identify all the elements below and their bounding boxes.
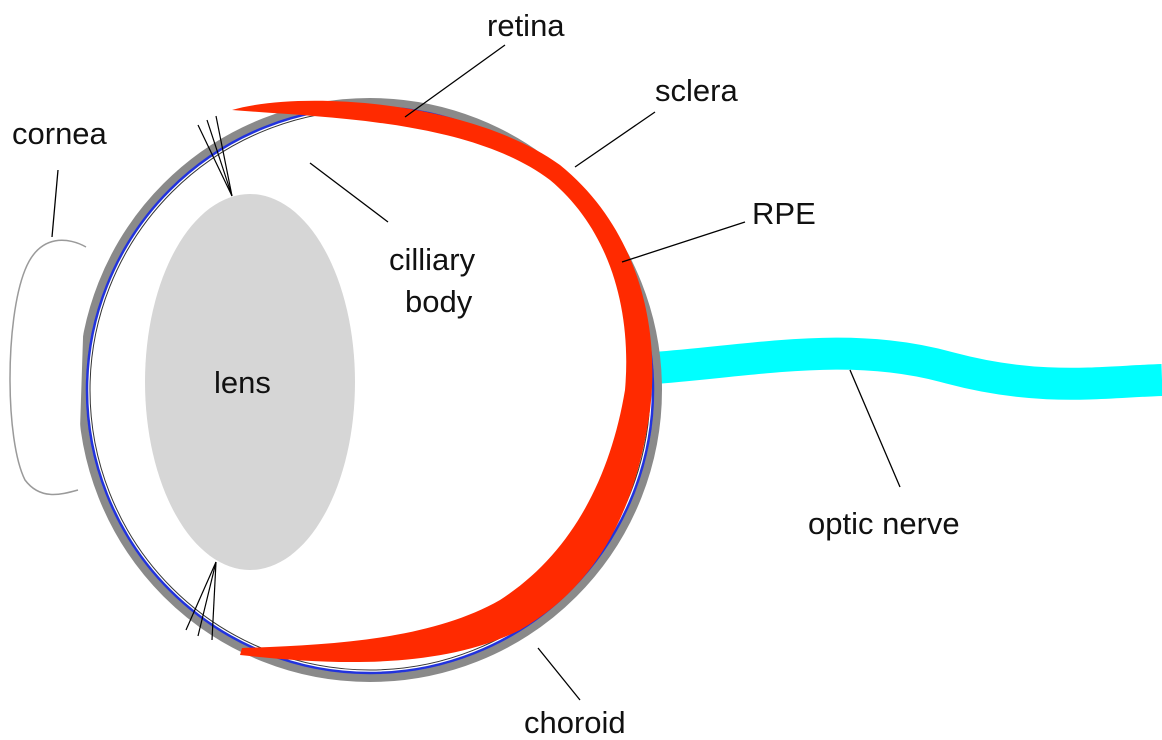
sclera-label: sclera xyxy=(655,73,738,108)
rpe-leader xyxy=(622,222,745,262)
ciliary-label-line2: body xyxy=(405,284,473,319)
choroid-leader xyxy=(538,648,580,700)
rpe-label: RPE xyxy=(752,196,816,231)
sclera-leader xyxy=(575,112,655,167)
optic-nerve-leader xyxy=(850,370,900,487)
choroid-label: choroid xyxy=(524,705,626,740)
cornea xyxy=(10,240,86,494)
cornea-label: cornea xyxy=(12,116,108,151)
cornea-leader xyxy=(52,170,58,237)
lens-label: lens xyxy=(214,365,271,400)
optic-nerve xyxy=(655,354,1162,384)
ciliary-label-line1: cilliary xyxy=(389,242,476,277)
optic-nerve-label: optic nerve xyxy=(808,506,960,541)
retina-label: retina xyxy=(487,8,565,43)
retina-leader xyxy=(405,45,505,117)
